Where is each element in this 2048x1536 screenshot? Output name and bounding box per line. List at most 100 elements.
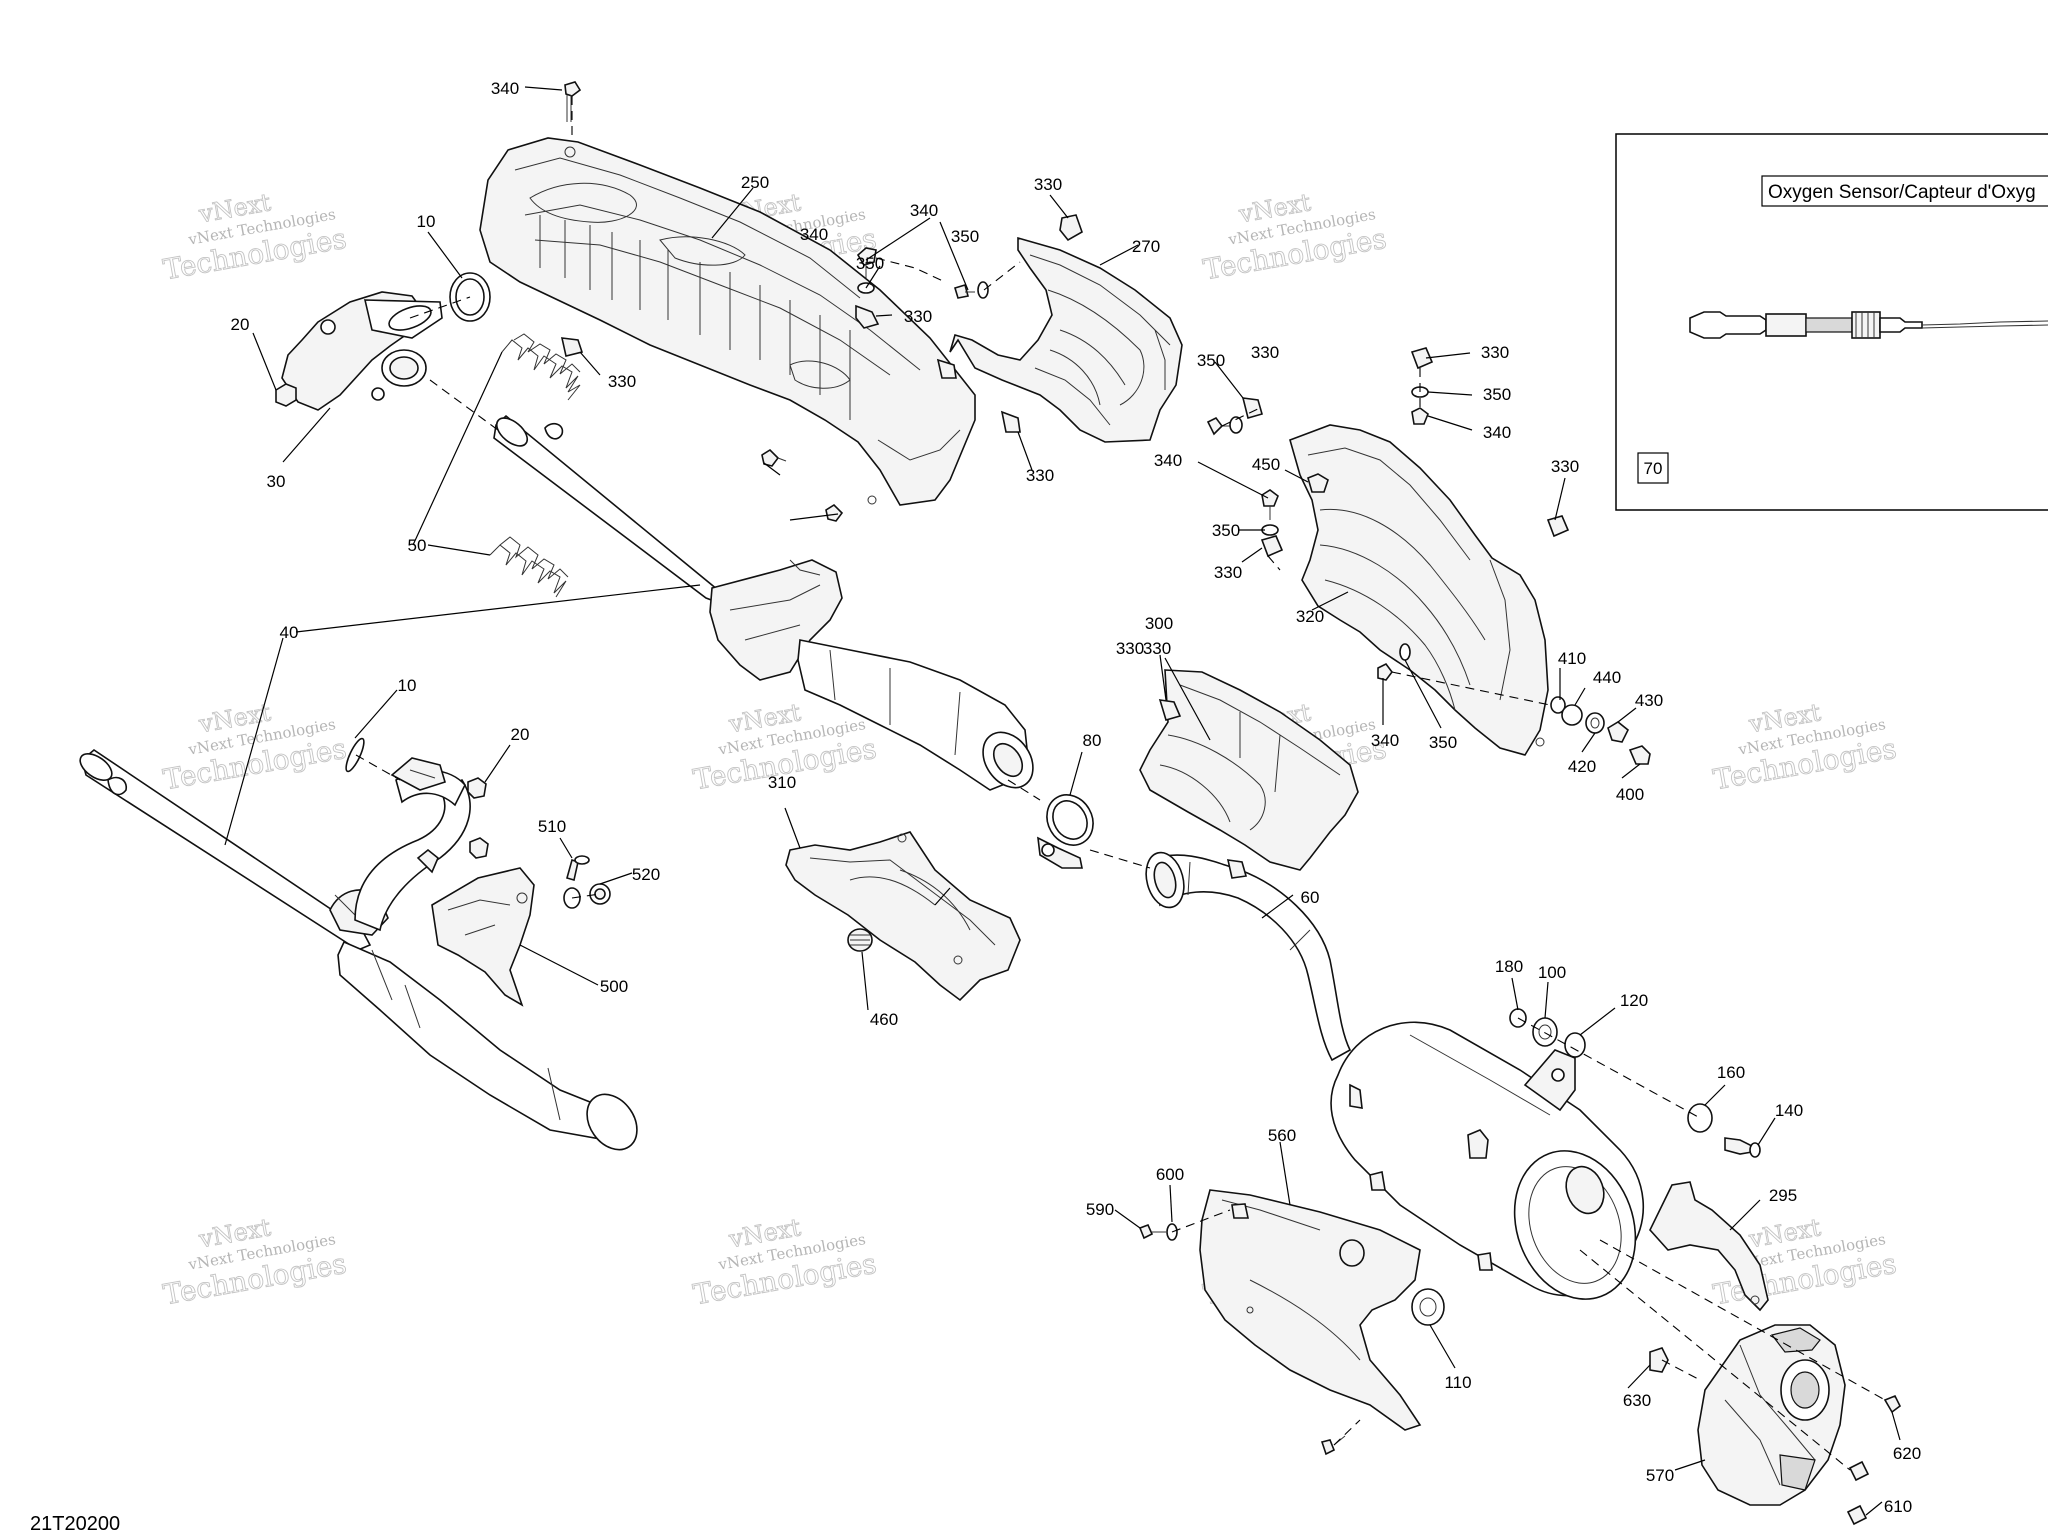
- callout-350: 350: [951, 227, 979, 246]
- heat-shield-250: [479, 137, 976, 506]
- callout-570: 570: [1646, 1466, 1674, 1485]
- assembly-lines: [355, 96, 1886, 1471]
- bolt-590: [1138, 1223, 1166, 1240]
- leader-lines: [224, 86, 1901, 1516]
- nut-520: [589, 883, 611, 905]
- inset-part-number: 70: [1644, 459, 1663, 478]
- inset-title-box: [1761, 175, 2048, 207]
- nut-20-upper: [275, 383, 297, 407]
- heat-shield-560: [1199, 1189, 1422, 1431]
- watermark: vNext vNext Technologies Technologies: [1200, 188, 1389, 287]
- clip-330: [560, 337, 584, 357]
- callout-10: 10: [417, 212, 436, 231]
- grommet-460: [847, 928, 873, 952]
- callout-20: 20: [231, 315, 250, 334]
- callout-180: 180: [1495, 957, 1523, 976]
- callout-630: 630: [1623, 1391, 1651, 1410]
- callout-320: 320: [1296, 607, 1324, 626]
- callout-350: 350: [1483, 385, 1511, 404]
- callout-310: 310: [768, 773, 796, 792]
- grommet-100: [1532, 1017, 1558, 1047]
- callout-340: 340: [491, 79, 519, 98]
- callout-100: 100: [1538, 963, 1566, 982]
- callout-400: 400: [1616, 785, 1644, 804]
- callout-340: 340: [800, 225, 828, 244]
- callout-330: 330: [1481, 343, 1509, 362]
- front-pipe-40-lower: [79, 749, 638, 1151]
- heat-shield-310: [785, 831, 1021, 1002]
- inset-title: Oxygen Sensor/Capteur d'Oxyg: [1768, 182, 2036, 203]
- heat-shield-300: [1139, 669, 1359, 871]
- bolt-340: [564, 81, 582, 122]
- callout-560: 560: [1268, 1126, 1296, 1145]
- callout-510: 510: [538, 817, 566, 836]
- callout-330: 330: [1034, 175, 1062, 194]
- bolt-140: [1724, 1137, 1761, 1158]
- callout-590: 590: [1086, 1200, 1114, 1219]
- bolt-620: [1883, 1394, 1902, 1414]
- callout-620: 620: [1893, 1444, 1921, 1463]
- washer-350: [1229, 416, 1243, 434]
- callout-10: 10: [398, 676, 417, 695]
- callout-330: 330: [1143, 639, 1171, 658]
- callout-600: 600: [1156, 1165, 1184, 1184]
- callout-460: 460: [870, 1010, 898, 1029]
- grommet-110: [1411, 1288, 1445, 1326]
- callout-140: 140: [1775, 1101, 1803, 1120]
- clip-330: [1260, 535, 1284, 558]
- heat-shield-270: [949, 236, 1183, 443]
- callout-340: 340: [910, 201, 938, 220]
- front-pipe-40: [493, 414, 1034, 791]
- callout-610: 610: [1884, 1497, 1912, 1516]
- clip-330: [1410, 347, 1434, 370]
- callout-430: 430: [1635, 691, 1663, 710]
- callout-520: 520: [632, 865, 660, 884]
- bracket-500: [431, 867, 535, 1007]
- spacer-120: [1564, 1032, 1586, 1058]
- nut-20-lower: [467, 777, 489, 859]
- callout-450: 450: [1252, 455, 1280, 474]
- drawing-number: 21T20200: [30, 1513, 120, 1535]
- washer-410: [1550, 696, 1566, 714]
- callout-440: 440: [1593, 668, 1621, 687]
- clip-330: [1059, 214, 1083, 242]
- clip-330: [1000, 410, 1021, 433]
- bolt-340: [1261, 489, 1279, 520]
- bolt-340: [1377, 662, 1393, 681]
- callout-110: 110: [1444, 1373, 1471, 1392]
- watermark: vNext vNext Technologies Technologies: [1710, 698, 1899, 797]
- bolt-340: [825, 503, 844, 522]
- washer-420: [1585, 712, 1605, 734]
- end-cap-570: [1697, 1324, 1846, 1506]
- watermark: vNext vNext Technologies Technologies: [1710, 1213, 1899, 1312]
- muffler: [1330, 1021, 1645, 1300]
- callout-330: 330: [608, 372, 636, 391]
- exhaust-elbow-30: [281, 291, 443, 411]
- washer-350: [977, 281, 989, 299]
- bushing-630: [1649, 1347, 1669, 1373]
- callout-50: 50: [408, 536, 427, 555]
- callout-350: 350: [1212, 521, 1240, 540]
- heat-shield-320: [1289, 424, 1549, 756]
- callout-labels: 340 250 10 20 30 330 50 340 340 350 350 …: [231, 79, 1922, 1516]
- callout-350: 350: [1197, 351, 1225, 370]
- bracket-295: [1649, 1181, 1769, 1312]
- clip-330: [1546, 515, 1570, 538]
- callout-330: 330: [1214, 563, 1242, 582]
- lower-elbow: [354, 757, 471, 932]
- nut-450: [1307, 473, 1329, 493]
- callout-350: 350: [856, 254, 884, 273]
- watermark: vNext vNext Technologies Technologies: [160, 698, 349, 797]
- callout-60: 60: [1301, 888, 1320, 907]
- callout-250: 250: [741, 173, 769, 192]
- springs-50: [489, 333, 581, 598]
- callout-295: 295: [1769, 1186, 1797, 1205]
- callout-340: 340: [1483, 423, 1511, 442]
- bushing-430: [1607, 721, 1630, 743]
- clip-330: [936, 358, 957, 379]
- spacer-440: [1561, 704, 1583, 726]
- clip-330: [1226, 859, 1248, 879]
- clip-330: [1158, 699, 1182, 721]
- callout-330: 330: [1116, 639, 1144, 658]
